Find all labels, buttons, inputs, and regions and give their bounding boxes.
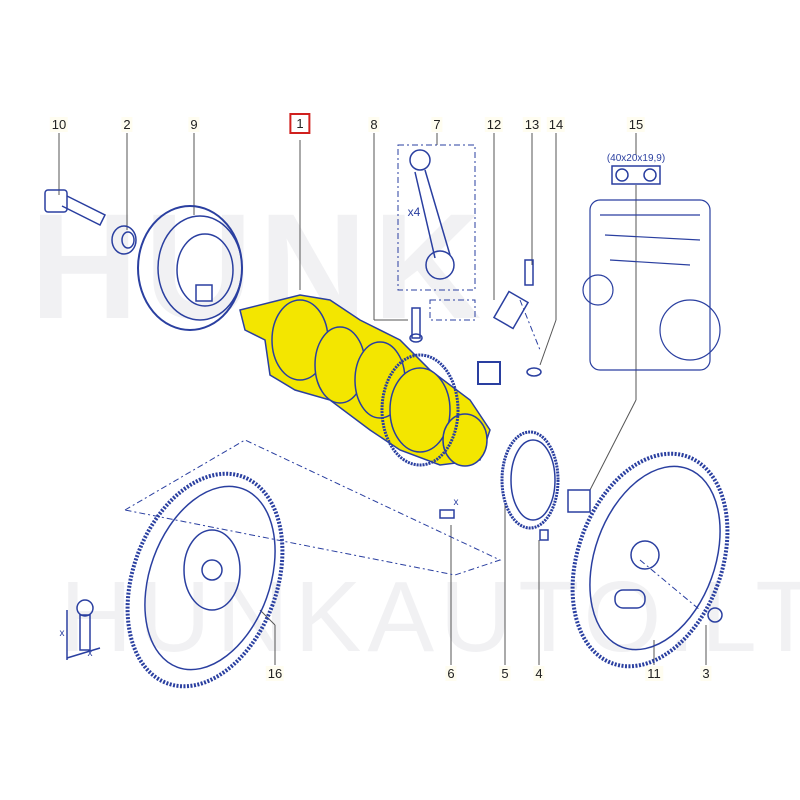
sensor-12 <box>492 290 530 330</box>
callout-5[interactable]: 5 <box>499 666 511 681</box>
callout-12[interactable]: 12 <box>484 117 504 132</box>
callout-14[interactable]: 14 <box>546 117 566 132</box>
bolt-8 <box>409 307 423 343</box>
crankshaft-1 <box>239 294 491 467</box>
dowel-6 <box>439 509 455 519</box>
bushing-2 <box>111 225 137 255</box>
callout-6[interactable]: 6 <box>445 666 457 681</box>
callout-2[interactable]: 2 <box>121 117 133 132</box>
connecting-rod-7 <box>409 149 455 280</box>
callout-8[interactable]: 8 <box>368 117 380 132</box>
callout-11[interactable]: 11 <box>645 666 663 681</box>
bolt-13 <box>524 259 534 286</box>
bolt-detail <box>66 599 101 660</box>
callout-16[interactable]: 16 <box>265 666 285 681</box>
bearing <box>567 489 591 513</box>
flexplate-11 <box>570 451 730 669</box>
callout-13[interactable]: 13 <box>522 117 542 132</box>
engine-15 <box>582 199 721 371</box>
callout-4[interactable]: 4 <box>533 666 545 681</box>
pulley-9 <box>137 205 243 331</box>
x-mark-vertical: x <box>59 628 65 639</box>
x-mark-dowel: x <box>453 497 459 508</box>
reluctor-ring-5 <box>500 430 560 530</box>
x-mark-horizontal: x <box>87 648 93 659</box>
dimension-box <box>611 165 661 185</box>
callout-15[interactable]: 15 <box>626 117 646 132</box>
o-ring-14 <box>526 367 542 377</box>
callout-9[interactable]: 9 <box>188 117 200 132</box>
bolt-3 <box>707 607 723 623</box>
bolt-10 <box>44 189 107 227</box>
callout-10[interactable]: 10 <box>49 117 69 132</box>
flywheel-16 <box>125 471 285 689</box>
callout-3[interactable]: 3 <box>700 666 712 681</box>
callout-1-selected[interactable]: 1 <box>289 113 311 134</box>
callout-7[interactable]: 7 <box>431 117 443 132</box>
quantity-note: x4 <box>407 205 421 219</box>
bolt-4 <box>539 529 549 541</box>
leader-lines <box>58 133 707 665</box>
dimension-note: (40x20x19,9) <box>606 153 666 164</box>
watermark-bottom: HUNKAUTO.LT <box>60 561 800 673</box>
